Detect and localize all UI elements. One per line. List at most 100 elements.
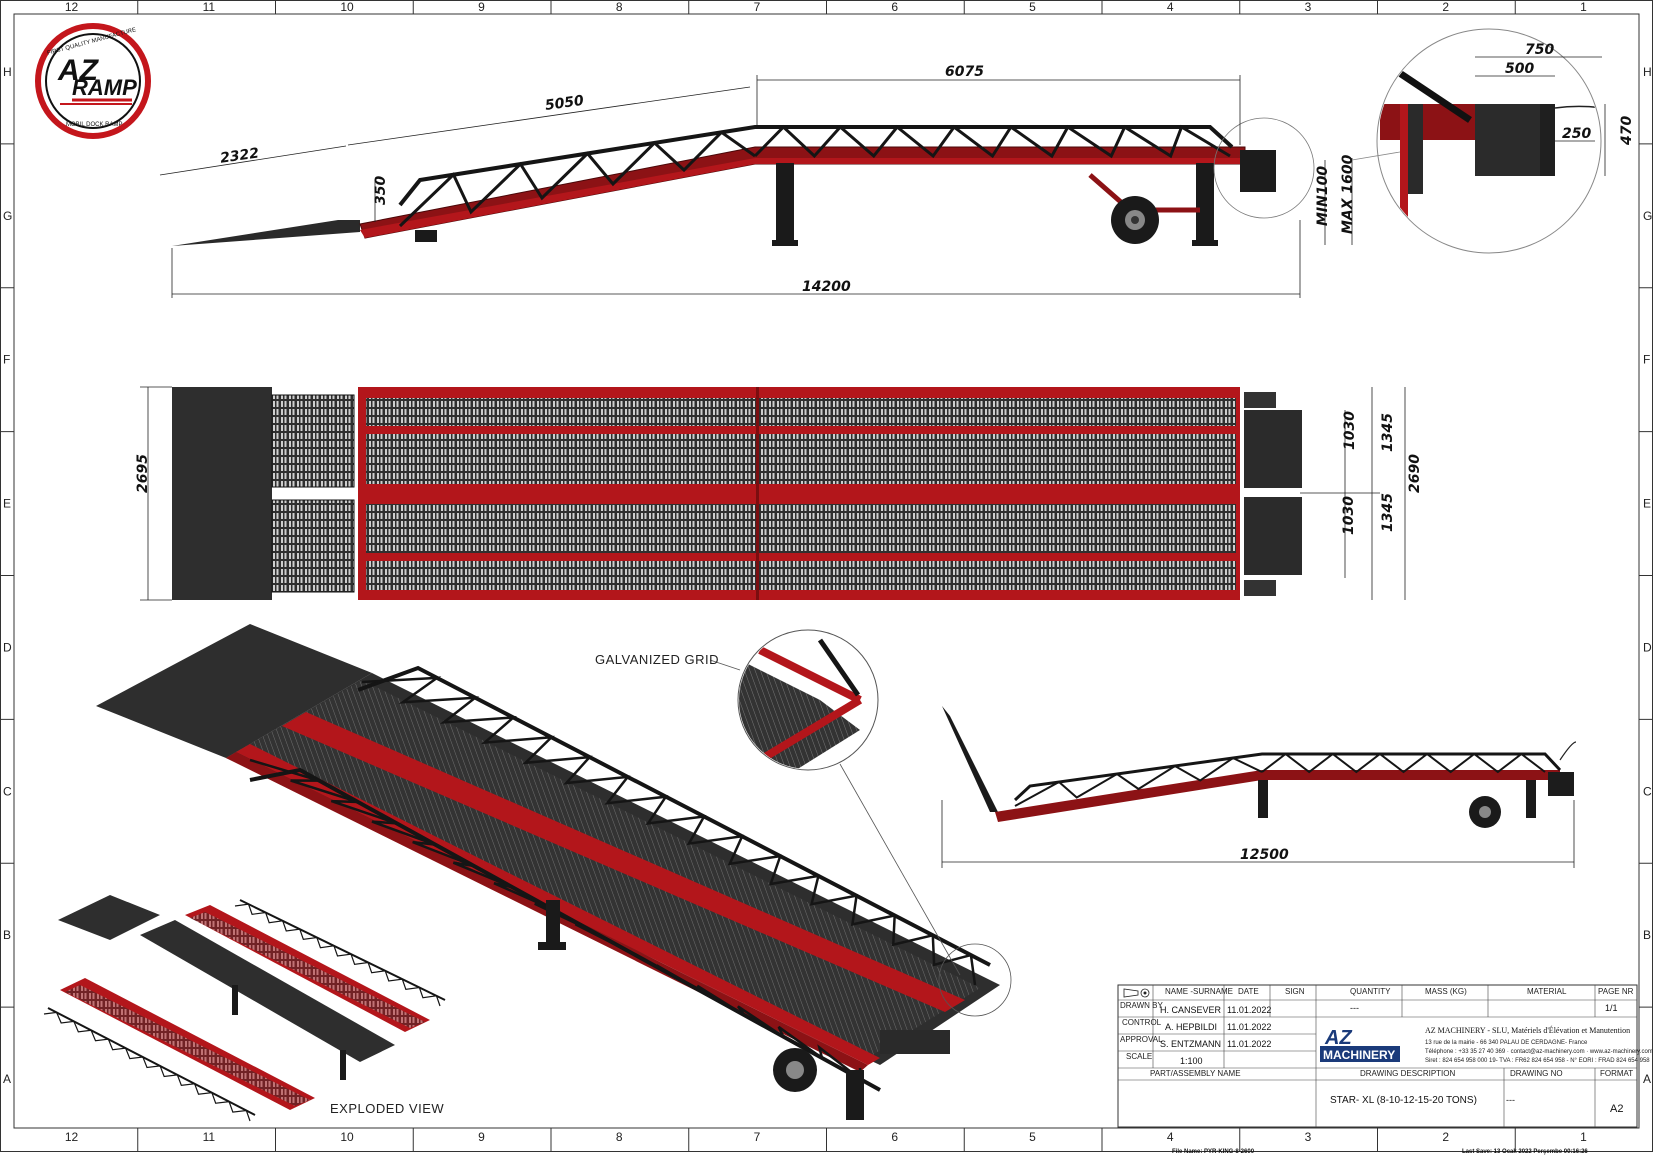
tb-role-control: CONTROL <box>1122 1018 1162 1027</box>
tb-date-drawn: 11.01.2022 <box>1227 1005 1271 1015</box>
column-label-bottom: 4 <box>1167 1130 1174 1144</box>
dim-top-half1: 1030 <box>1342 411 1358 450</box>
tb-format-value: A2 <box>1610 1103 1623 1115</box>
tb-header-date: DATE <box>1238 987 1259 996</box>
logo-ramp: RAMP <box>72 75 137 100</box>
column-label-bottom: 12 <box>65 1130 79 1144</box>
tb-date-control: 11.01.2022 <box>1227 1022 1271 1032</box>
column-label-bottom: 8 <box>616 1130 623 1144</box>
row-label-right: D <box>1643 640 1652 654</box>
footer-file-name: File Name: PYR-KING-8-2600 <box>1172 1149 1255 1155</box>
tb-header-mass: MASS (KG) <box>1425 987 1467 996</box>
column-label-bottom: 3 <box>1305 1130 1312 1144</box>
dim-detail-a: 750 <box>1525 42 1554 58</box>
tb-header-drawing-no: DRAWING NO <box>1510 1069 1563 1078</box>
truss-diagonals <box>398 124 1231 228</box>
dim-detail-b: 500 <box>1505 61 1534 77</box>
row-label-right: B <box>1643 928 1651 942</box>
row-label-left: F <box>3 353 10 367</box>
row-label-right: E <box>1643 497 1651 511</box>
column-label-top: 4 <box>1167 0 1174 14</box>
truss-zigzag <box>361 676 977 986</box>
dim-detail-d: 470 <box>1619 116 1635 146</box>
tb-name-control: A. HEPBILDI <box>1165 1022 1217 1032</box>
tb-drawing-no-value: --- <box>1506 1095 1515 1105</box>
row-label-left: G <box>3 209 12 223</box>
tb-company-name: AZ MACHINERY - SLU, Matériels d'Élévatio… <box>1425 1025 1630 1035</box>
column-label-top: 6 <box>891 0 898 14</box>
truss-zigzag <box>249 758 863 1082</box>
tb-role-scale: SCALE <box>1126 1052 1152 1061</box>
row-label-left: B <box>3 928 11 942</box>
tb-header-part: PART/ASSEMBLY NAME <box>1150 1069 1241 1078</box>
truss-zigzag <box>43 1011 251 1122</box>
detail-view: 750 500 250 470 <box>1351 28 1635 254</box>
az-machinery-logo: AZ MACHINERY <box>1320 1022 1400 1064</box>
column-label-bottom: 2 <box>1442 1130 1449 1144</box>
iso-lip <box>96 624 372 758</box>
truss-zigzag <box>398 130 756 228</box>
column-label-bottom: 10 <box>340 1130 354 1144</box>
exploded-view-label: EXPLODED VIEW <box>330 1101 444 1116</box>
dim-small-length: 12500 <box>1240 847 1289 863</box>
dim-max-height: MAX 1600 <box>1340 154 1356 234</box>
dim-detail-c: 250 <box>1562 126 1591 142</box>
dim-lip: 2322 <box>219 145 260 166</box>
row-label-right: G <box>1643 209 1652 223</box>
tb-scale-value: 1:100 <box>1180 1056 1203 1066</box>
truss-zigzag <box>753 124 1231 159</box>
tb-role-drawn: DRAWN BY <box>1120 1001 1163 1010</box>
iso-red-rail-1 <box>282 712 965 1012</box>
column-label-top: 5 <box>1029 0 1036 14</box>
tb-company-siret: Siret : 824 654 958 000 19- TVA : FR62 8… <box>1425 1058 1650 1064</box>
row-label-right: A <box>1643 1072 1651 1086</box>
support-leg-2 <box>1196 163 1214 243</box>
tb-quantity-value: --- <box>1350 1003 1359 1013</box>
iso-truss-rail <box>357 665 991 967</box>
column-label-top: 10 <box>340 0 354 14</box>
logo-az: AZ <box>57 54 100 87</box>
dim-top-outer1: 1345 <box>1380 413 1396 452</box>
column-label-top: 3 <box>1305 0 1312 14</box>
column-label-bottom: 5 <box>1029 1130 1036 1144</box>
dim-top-width: 2695 <box>135 454 151 493</box>
side-view: 2322 5050 6075 350 14200 MIN100 MAX 1600 <box>159 64 1356 298</box>
top-view: 2695 1030 1030 1345 1345 2690 <box>135 386 1423 601</box>
tb-role-approval: APPROVAL <box>1120 1035 1163 1044</box>
dim-top-half2: 1030 <box>1341 496 1357 535</box>
truss-rail <box>398 125 1234 207</box>
az-ramp-logo: AZ RAMP FIRST QUALITY MANUFACTURE MOBIL … <box>35 23 151 139</box>
column-label-top: 12 <box>65 0 79 14</box>
tb-name-drawn: H. CANSEVER <box>1160 1005 1222 1015</box>
row-label-right: C <box>1643 784 1652 798</box>
truss-zigzag <box>234 903 441 1007</box>
dim-platform: 6075 <box>945 64 984 80</box>
end-bumper <box>1240 150 1276 192</box>
tb-header-format: FORMAT <box>1600 1069 1633 1078</box>
column-label-bottom: 6 <box>891 1130 898 1144</box>
column-label-bottom: 7 <box>754 1130 761 1144</box>
support-leg-1 <box>776 163 794 243</box>
truss-zigzag <box>1014 756 1263 807</box>
column-label-bottom: 11 <box>203 1130 216 1144</box>
row-label-left: H <box>3 65 12 79</box>
exploded-view: EXPLODED VIEW <box>43 895 446 1122</box>
galvanized-grid-label: GALVANIZED GRID <box>595 652 719 667</box>
tb-header-quantity: QUANTITY <box>1350 987 1391 996</box>
title-block: NAME -SURNAME DATE SIGN QUANTITY MASS (K… <box>1117 984 1653 1128</box>
tb-header-material: MATERIAL <box>1527 987 1567 996</box>
tb-logo-machinery: MACHINERY <box>1323 1048 1395 1062</box>
row-label-right: H <box>1643 65 1652 79</box>
column-label-top: 8 <box>616 0 623 14</box>
tb-header-name: NAME -SURNAME <box>1165 987 1233 996</box>
deck-grid-upper <box>366 398 1236 484</box>
column-label-top: 1 <box>1580 0 1587 14</box>
row-label-left: A <box>3 1072 11 1086</box>
tb-company-address: 13 rue de la mairie - 66 340 PALAU DE CE… <box>1425 1040 1588 1046</box>
projection-symbol-icon <box>1123 988 1150 998</box>
tb-page-value: 1/1 <box>1605 1003 1618 1013</box>
column-label-top: 7 <box>754 0 761 14</box>
row-label-left: D <box>3 640 12 654</box>
